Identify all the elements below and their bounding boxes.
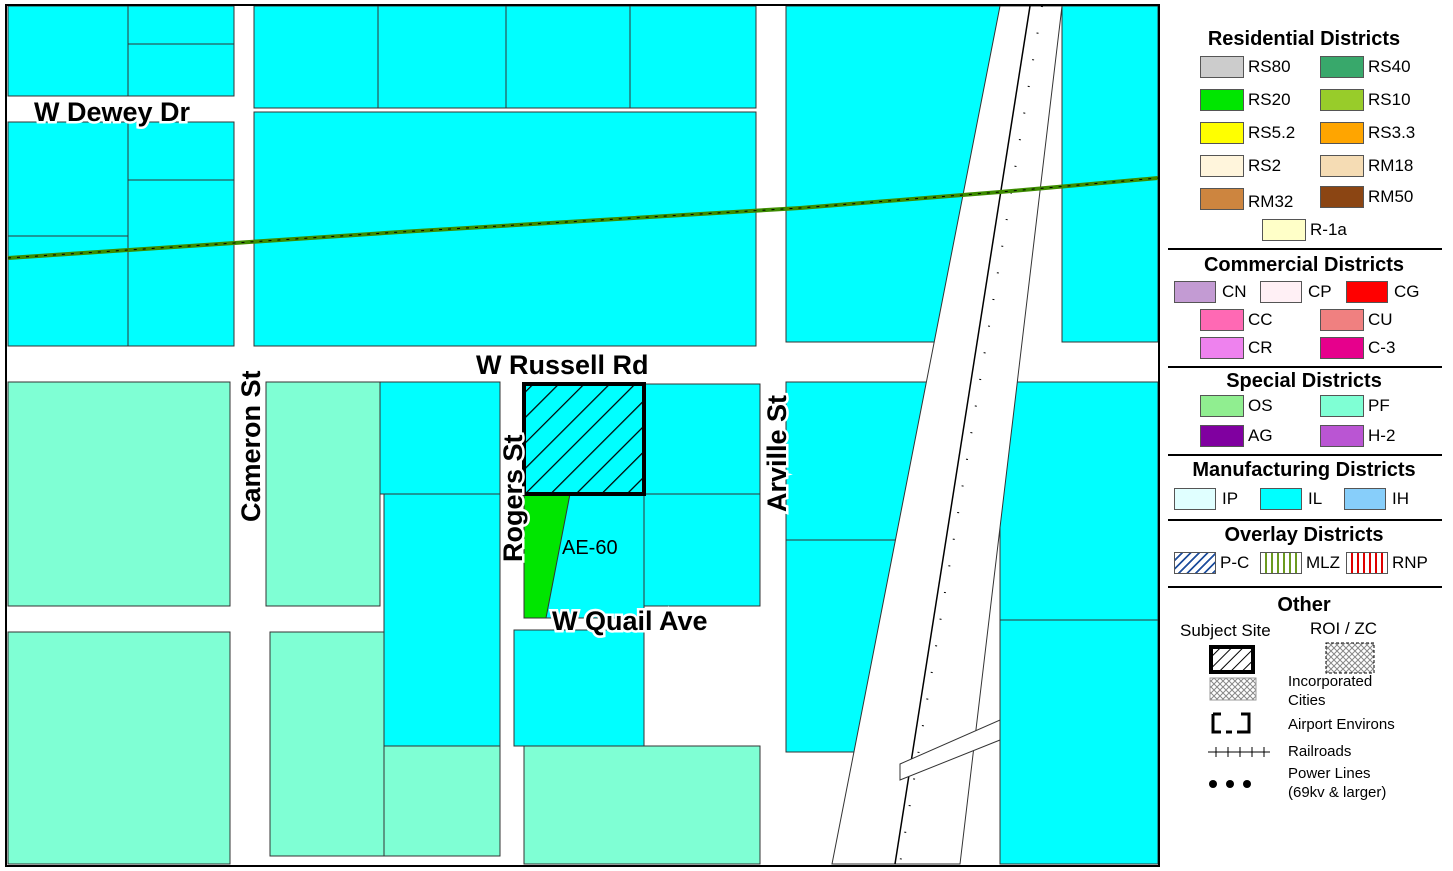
street-label-w-quail-ave: W Quail Ave (552, 606, 708, 636)
legend-power-lines-label: Power Lines(69kv & larger) (1288, 765, 1387, 801)
zone-label-ae-60: AE-60 (562, 537, 618, 559)
legend-roi-zc-label: ROI / ZC (1310, 619, 1378, 638)
subject-site-symbol (1209, 645, 1255, 674)
power-lines-symbol (1209, 780, 1251, 788)
pf-parcels-south (7, 381, 761, 865)
legend-other-symbols (1208, 642, 1375, 788)
legend-airport-environs-label: Airport Environs (1288, 716, 1395, 733)
legend-title-commercial: Commercial Districts (1203, 254, 1405, 276)
street-label-cameron-st: Cameron St (236, 370, 266, 522)
street-label-w-russell-rd: W Russell Rd (476, 350, 649, 380)
zoning-map[interactable]: W Dewey Dr W Russell Rd W Quail Ave Came… (0, 0, 1160, 871)
legend-title-special: Special Districts (1226, 370, 1382, 392)
subject-site[interactable] (522, 382, 646, 496)
incorporated-cities-symbol (1209, 677, 1257, 701)
legend-title-other: Other (1277, 594, 1331, 616)
legend-railroads-label: Railroads (1288, 743, 1352, 760)
street-label-arville-st: Arville St (762, 395, 792, 512)
street-label-rogers-st: Rogers St (498, 434, 528, 562)
railroad-symbol (1208, 747, 1270, 757)
legend-subject-site-label: Subject Site (1180, 621, 1271, 640)
airport-environs-symbol (1211, 712, 1251, 734)
roi-zc-symbol (1325, 642, 1375, 674)
legend-title-residential: Residential Districts (1207, 28, 1401, 50)
legend: Residential Districts RS80 RS40 RS20 RS1… (1160, 6, 1448, 868)
street-label-w-dewey-dr: W Dewey Dr (34, 97, 191, 127)
legend-frame (1158, 5, 1160, 867)
legend-title-overlay: Overlay Districts (1224, 524, 1384, 546)
legend-title-manufacturing: Manufacturing Districts (1192, 459, 1416, 481)
